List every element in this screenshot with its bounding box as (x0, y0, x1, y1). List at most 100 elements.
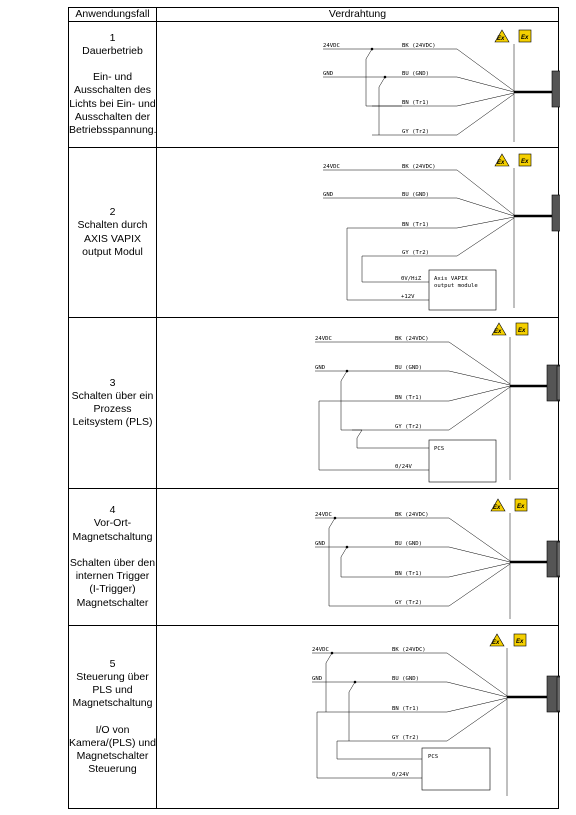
case-title: Vor-Ort- Magnetschaltung (72, 517, 153, 543)
label-0v-hiz: 0V/HiZ (401, 276, 422, 282)
label-bu: BU (GND) (402, 71, 429, 77)
label-bu: BU (GND) (392, 676, 419, 682)
label-gnd: GND (315, 541, 326, 547)
case-title: Schalten durch AXIS VAPIX output Modul (77, 219, 148, 258)
wiring-diagram-cell-1: Ex Ex 24VDC GND BK (24VDC) BU (GND) BN (… (156, 21, 560, 148)
label-gnd: GND (323, 71, 334, 77)
ex-label: Ex (521, 35, 529, 41)
ex-label: Ex (517, 504, 525, 510)
ex-square-icon (513, 633, 527, 647)
ex-label: Ex (521, 159, 529, 165)
label-bn: BN (Tr1) (402, 222, 429, 228)
ex-marks: Ex Ex (490, 498, 528, 512)
ex-label: Ex (493, 505, 501, 511)
header-application-case: Anwendungsfall (68, 7, 157, 22)
case-number: 1 (109, 31, 116, 44)
label-24vdc: 24VDC (315, 336, 332, 342)
table-header-row: Anwendungsfall Verdrahtung (68, 7, 559, 22)
ex-marks: Ex Ex (489, 633, 527, 647)
label-gnd: GND (315, 365, 326, 371)
label-gnd: GND (312, 676, 323, 682)
label-0-24v: 0/24V (392, 772, 409, 778)
explosion-proof-light-icon (546, 540, 560, 578)
explosion-proof-light-icon (546, 364, 560, 402)
box-label: PCS (434, 446, 444, 452)
case-number: 4 (109, 504, 116, 517)
vapix-output-module-box (428, 269, 497, 311)
ex-marks: Ex Ex (494, 29, 532, 43)
ex-label: Ex (494, 329, 502, 335)
label-gy: GY (Tr2) (402, 250, 429, 256)
wiring-diagram-cell-4: Ex Ex 24VDC GND BK (24VDC) BU (GND) BN (… (156, 488, 560, 626)
wiring-diagram-cell-3: Ex Ex 24VDC GND BK (24VDC) BU (GND) BN (… (156, 317, 560, 489)
table-row: 3 Schalten über ein Prozess Leitsystem (… (68, 317, 560, 489)
pcs-box (421, 747, 491, 791)
label-bk: BK (24VDC) (395, 336, 429, 342)
label-bn: BN (Tr1) (402, 100, 429, 106)
box-label-line2: output module (434, 283, 478, 289)
pcs-box (428, 439, 497, 483)
label-0-24v: 0/24V (395, 464, 412, 470)
ex-label: Ex (497, 36, 505, 42)
case-number: 2 (109, 206, 116, 219)
table-row: 2 Schalten durch AXIS VAPIX output Modul… (68, 147, 560, 318)
label-bn: BN (Tr1) (392, 706, 419, 712)
ex-square-icon (515, 322, 529, 336)
label-24vdc: 24VDC (312, 647, 329, 653)
header-wiring: Verdrahtung (156, 7, 559, 22)
wiring-diagram-cell-2: Ex Ex 24VDC GND BK (24VDC) BU (GND) BN (… (156, 147, 560, 318)
case-number: 3 (109, 376, 116, 389)
wiring-diagram-2: Ex Ex 24VDC GND BK (24VDC) BU (GND) BN (… (323, 153, 560, 311)
table-row: 5 Steuerung über PLS und Magnetschaltung… (68, 625, 560, 809)
wiring-diagram-4: Ex Ex 24VDC GND BK (24VDC) BU (GND) BN (… (315, 498, 560, 619)
ex-label: Ex (492, 640, 500, 646)
ex-square-icon (518, 29, 532, 43)
table-row: 1 Dauerbetrieb Ein- und Ausschalten des … (68, 21, 560, 148)
case-cell-2: 2 Schalten durch AXIS VAPIX output Modul (68, 147, 157, 318)
label-bk: BK (24VDC) (395, 512, 429, 518)
case-title: Dauerbetrieb (82, 44, 143, 57)
case-cell-5: 5 Steuerung über PLS und Magnetschaltung… (68, 625, 157, 809)
table-row: 4 Vor-Ort- Magnetschaltung Schalten über… (68, 488, 560, 626)
label-plus12v: +12V (401, 294, 415, 300)
label-gy: GY (Tr2) (395, 424, 422, 430)
ex-triangle-icon (491, 322, 507, 336)
label-bk: BK (24VDC) (392, 647, 426, 653)
case-description: Ein- und Ausschalten des Lichts bei Ein-… (69, 71, 157, 136)
explosion-proof-light-icon (551, 194, 560, 232)
ex-marks: Ex Ex (491, 322, 529, 336)
ex-triangle-icon (490, 498, 506, 512)
label-bn: BN (Tr1) (395, 395, 422, 401)
ex-label: Ex (497, 160, 505, 166)
case-description: Schalten über den internen Trigger (I-Tr… (69, 556, 156, 609)
case-number: 5 (109, 657, 116, 670)
label-24vdc: 24VDC (315, 512, 332, 518)
label-gy: GY (Tr2) (402, 129, 429, 135)
case-cell-4: 4 Vor-Ort- Magnetschaltung Schalten über… (68, 488, 157, 626)
case-cell-1: 1 Dauerbetrieb Ein- und Ausschalten des … (68, 21, 157, 148)
case-title: Schalten über ein Prozess Leitsystem (PL… (71, 389, 154, 429)
ex-square-icon (518, 153, 532, 167)
ex-triangle-icon (494, 153, 510, 167)
ex-label: Ex (518, 328, 526, 334)
case-cell-3: 3 Schalten über ein Prozess Leitsystem (… (68, 317, 157, 489)
explosion-proof-light-icon (546, 675, 560, 713)
ex-label: Ex (516, 639, 524, 645)
box-label-line1: Axis VAPIX (434, 276, 468, 282)
label-bu: BU (GND) (395, 365, 422, 371)
label-bk: BK (24VDC) (402, 43, 436, 49)
ex-triangle-icon (489, 633, 505, 647)
label-gnd: GND (323, 192, 334, 198)
label-bu: BU (GND) (402, 192, 429, 198)
wiring-diagram-5: Ex Ex 24VDC GND BK (24VDC) BU (GND) BN (… (312, 633, 560, 796)
label-24vdc: 24VDC (323, 43, 340, 49)
ex-triangle-icon (494, 29, 510, 43)
box-label: PCS (428, 754, 438, 760)
label-gy: GY (Tr2) (392, 735, 419, 741)
wiring-diagram-cell-5: Ex Ex 24VDC GND BK (24VDC) BU (GND) BN (… (156, 625, 560, 809)
label-gy: GY (Tr2) (395, 600, 422, 606)
wiring-diagram-1: Ex Ex 24VDC GND BK (24VDC) BU (GND) BN (… (323, 29, 560, 142)
ex-square-icon (514, 498, 528, 512)
ex-marks: Ex Ex (494, 153, 532, 167)
